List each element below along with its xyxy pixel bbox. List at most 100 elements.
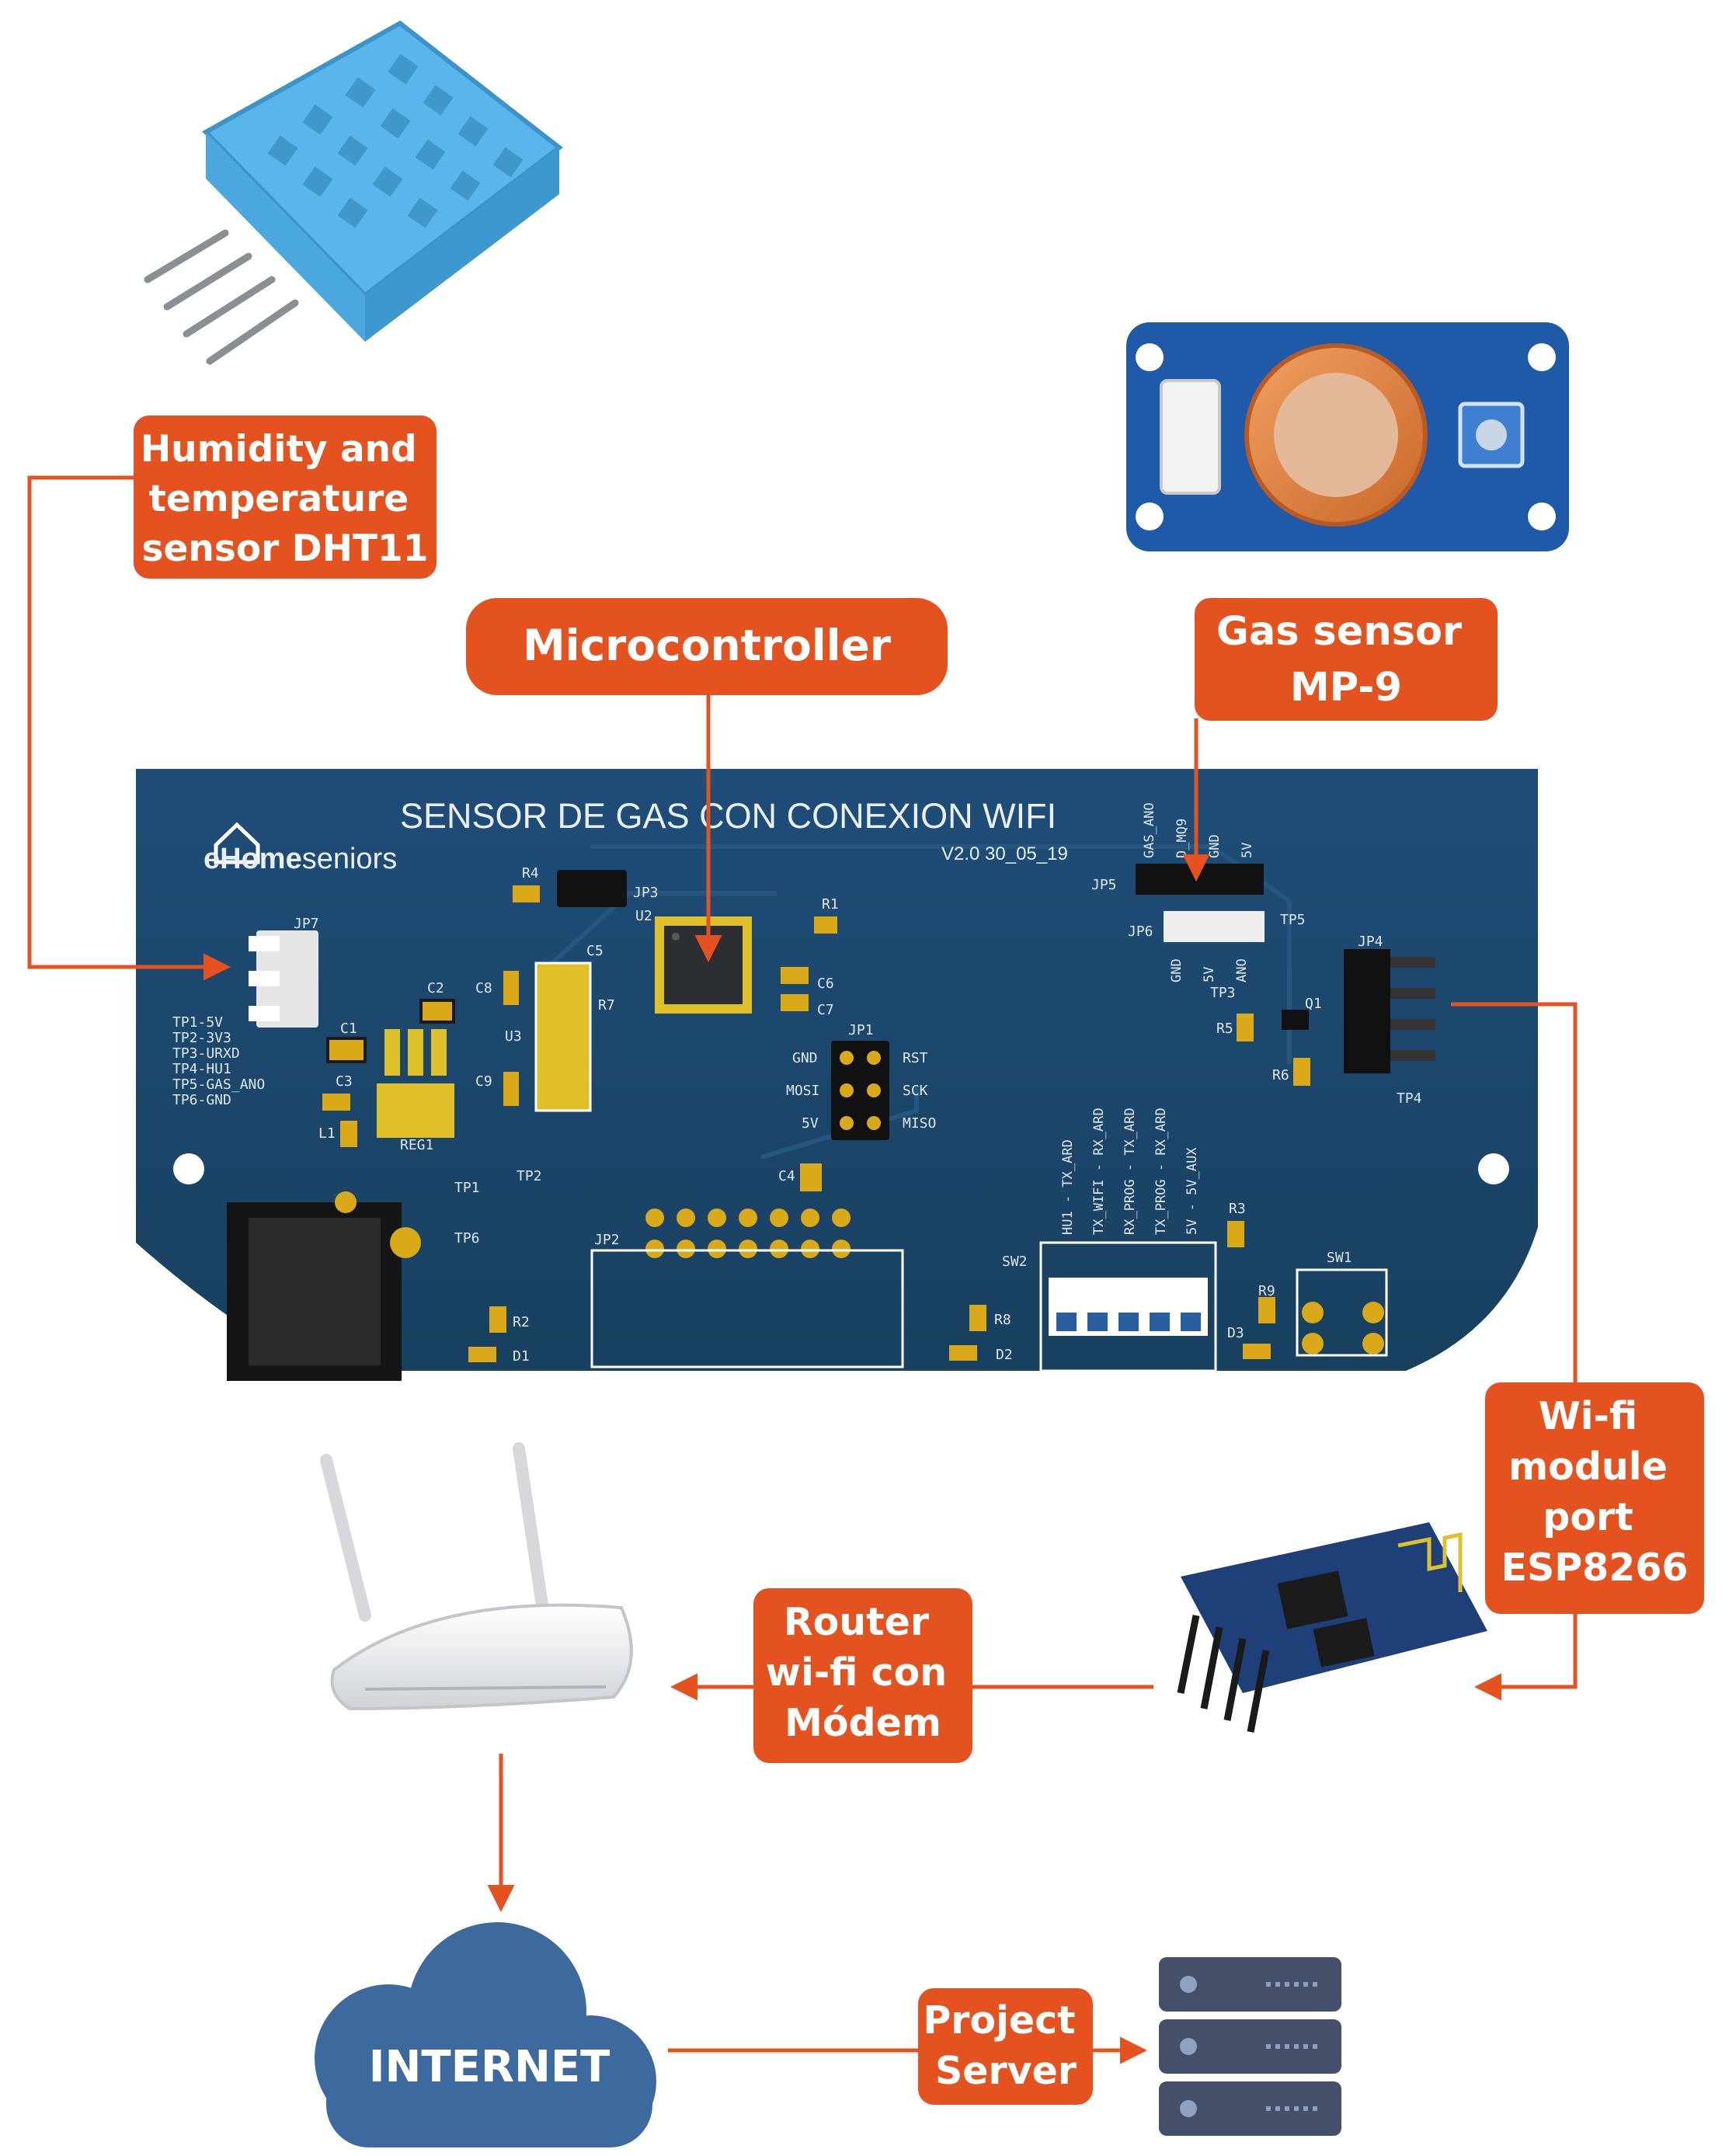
ref-label: JP4 — [1358, 934, 1383, 950]
ref-label: TP2 — [517, 1168, 542, 1184]
esp8266-chip — [1277, 1570, 1348, 1629]
jp5-pin-label: D_MQ9 — [1174, 819, 1190, 858]
ref-label: C7 — [817, 1002, 834, 1018]
capacitor — [322, 1094, 350, 1111]
jp3-header — [557, 870, 627, 907]
ref-label: TP1 — [454, 1180, 480, 1196]
jp5-header — [1136, 864, 1264, 895]
ehome-logo: eHomeseniors — [204, 822, 397, 875]
callout-label: Project Server — [923, 1998, 1088, 2093]
ref-label: U2 — [635, 908, 652, 924]
dht11-sensor-image — [144, 20, 563, 365]
gas-sensor-image — [1126, 322, 1569, 551]
gas-board-hole — [1528, 343, 1556, 371]
callout-gas-sensor: Gas sensor MP-9 — [1195, 598, 1498, 721]
esp8266-image — [1177, 1522, 1487, 1733]
ref-label: REG1 — [400, 1137, 433, 1153]
ref-label: R9 — [1258, 1283, 1275, 1299]
router-image — [320, 1442, 633, 1711]
ref-label: C5 — [586, 943, 604, 959]
callout-line: Microcontroller — [523, 621, 891, 670]
capacitor — [781, 967, 809, 984]
microcontroller-chip — [655, 916, 752, 1014]
dc-power-jack — [227, 1191, 421, 1381]
ref-label: D2 — [996, 1347, 1013, 1363]
dht11-side — [365, 148, 559, 342]
jp6-header — [1164, 911, 1265, 942]
jp5-pin-label: GAS_ANO — [1142, 802, 1157, 858]
callout-line: sensor DHT11 — [142, 527, 429, 570]
r2-resistor — [489, 1306, 506, 1333]
callout-wifi-module: Wi-fi module port ESP8266 — [1485, 1382, 1704, 1614]
test-point-label: TP3-URXD — [172, 1045, 240, 1062]
ref-label: R5 — [1216, 1021, 1233, 1037]
ref-label: R3 — [1229, 1201, 1246, 1217]
cloud-base — [326, 2058, 652, 2147]
ref-label: D1 — [513, 1348, 530, 1365]
server-unit — [1159, 2019, 1341, 2074]
gas-board-connector — [1160, 379, 1221, 495]
test-point-label: TP1-5V — [172, 1014, 223, 1031]
jp2-outline — [590, 1249, 904, 1368]
brand-bold: eHome — [204, 843, 302, 875]
router-antenna — [513, 1442, 550, 1622]
server-led — [1180, 1976, 1197, 1993]
server-unit — [1159, 2081, 1341, 2136]
ref-label: TP6 — [454, 1230, 480, 1247]
ref-label: JP3 — [633, 885, 659, 901]
jp1-label-left: 5V — [802, 1115, 819, 1132]
ref-label: C9 — [475, 1073, 492, 1090]
router-front-line — [364, 1685, 607, 1691]
ref-label: TP5 — [1280, 912, 1306, 928]
callout-humidity: Humidity and temperature sensor DHT11 — [134, 416, 437, 579]
callout-box — [753, 1588, 972, 1763]
sw2-label: RX_PROG - TX_ARD — [1122, 1108, 1138, 1235]
ref-label: C4 — [778, 1168, 795, 1184]
pcb-version: V2.0 30_05_19 — [941, 843, 1068, 864]
gas-sensor-mesh — [1274, 373, 1398, 497]
ref-label: SW1 — [1327, 1250, 1352, 1266]
gas-board-pot-knob — [1476, 419, 1507, 450]
ref-label: C1 — [340, 1021, 357, 1037]
ref-label: TP3 — [1210, 985, 1236, 1001]
ref-label: Q1 — [1305, 996, 1322, 1012]
sw2-label: TX_WIFI - RX_ARD — [1091, 1108, 1107, 1235]
callout-line: Wi-fi — [1539, 1394, 1638, 1438]
jp5-pin-label: 5V — [1240, 843, 1255, 858]
callout-label: Gas sensor MP-9 — [1216, 609, 1476, 711]
pcb-title: SENSOR DE GAS CON CONEXION WIFI — [400, 796, 1056, 836]
callout-box — [1485, 1382, 1704, 1614]
r3-resistor — [1227, 1221, 1244, 1247]
test-point-label: TP6-GND — [172, 1092, 231, 1108]
pcb-board: eHomeseniors SENSOR DE GAS CON CONEXION … — [136, 769, 1538, 1381]
callout-box — [918, 1988, 1093, 2105]
jp6-pin-label: 5V — [1202, 967, 1217, 982]
jp2-pads — [645, 1208, 851, 1258]
sw2-label: HU1 - TX_ARD — [1060, 1139, 1076, 1235]
capacitor — [503, 1072, 519, 1106]
callout-line: Humidity and — [141, 428, 417, 471]
ref-label: JP5 — [1091, 877, 1117, 893]
arrow-dht11-to-jp7 — [27, 475, 231, 981]
jp1-label-left: GND — [792, 1050, 818, 1066]
r6-resistor — [1293, 1058, 1310, 1086]
ref-label: U3 — [505, 1028, 522, 1045]
jp6-pin-labels: GND 5V ANO — [1169, 958, 1250, 982]
dht11-pins — [144, 229, 299, 365]
r4-resistor — [513, 885, 540, 902]
callout-line: ESP8266 — [1501, 1546, 1688, 1590]
ref-label: R7 — [598, 997, 615, 1014]
regulator-pad — [408, 1029, 423, 1076]
callout-line: wi-fi con — [766, 1650, 947, 1695]
capacitor — [781, 994, 809, 1011]
server-stack-icon — [1159, 1957, 1341, 2136]
sw2-label: 5V - 5V_AUX — [1185, 1147, 1200, 1235]
callout-label: Humidity and temperature sensor DHT11 — [141, 428, 430, 570]
ref-label: TP4 — [1397, 1090, 1422, 1107]
callout-line: Router — [784, 1600, 930, 1644]
callout-project-server: Project Server — [918, 1988, 1093, 2105]
callout-microcontroller: Microcontroller — [466, 598, 948, 695]
d2-led — [949, 1345, 977, 1361]
home-icon — [214, 822, 260, 864]
